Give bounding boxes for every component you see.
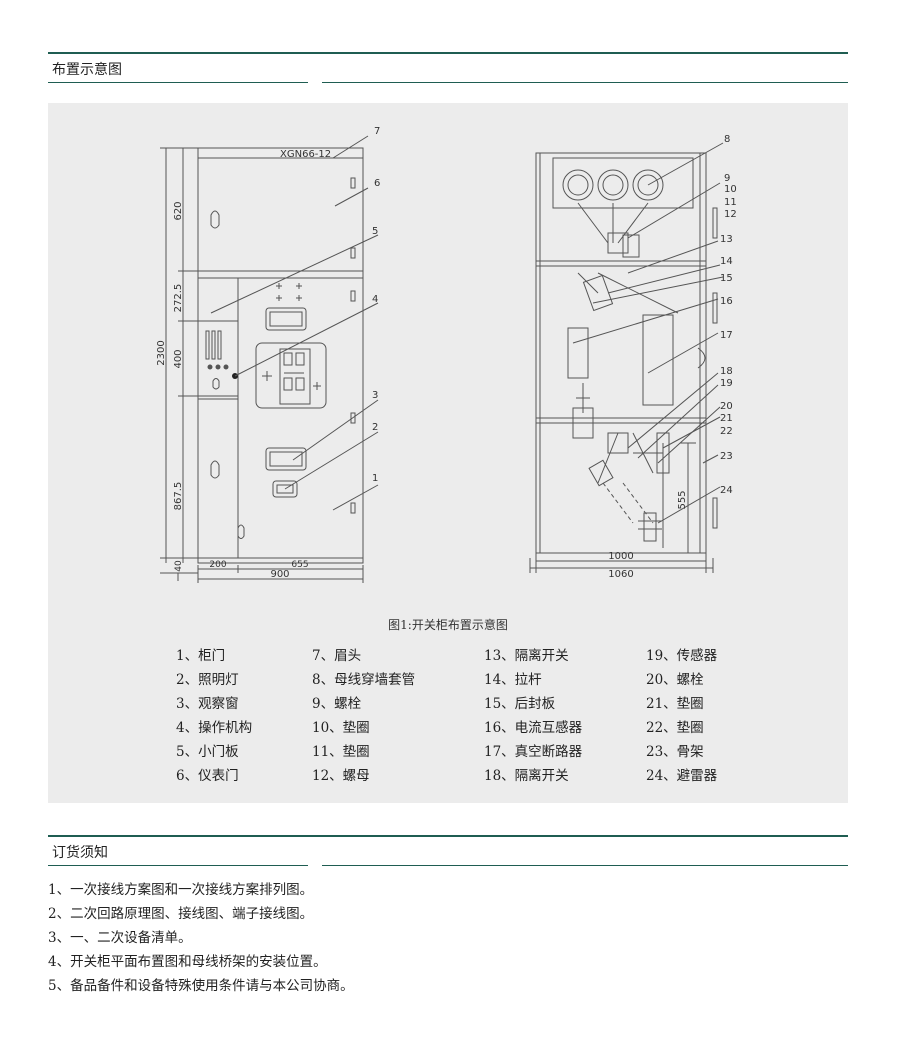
callout-9: 9 bbox=[724, 173, 730, 184]
callout-1: 1 bbox=[372, 473, 378, 484]
callout-17: 17 bbox=[720, 330, 733, 341]
legend-item: 21、垫圈 bbox=[646, 696, 704, 712]
dim-2300: 2300 bbox=[156, 340, 167, 365]
callout-24: 24 bbox=[720, 485, 733, 496]
note-item: 4、开关柜平面布置图和母线桥架的安装位置。 bbox=[48, 954, 327, 970]
callout-22: 22 bbox=[720, 426, 733, 437]
legend-item: 6、仪表门 bbox=[176, 768, 239, 784]
callout-4: 4 bbox=[372, 294, 378, 305]
callout-16: 16 bbox=[720, 296, 733, 307]
note-item: 5、备品备件和设备特殊使用条件请与本公司协商。 bbox=[48, 978, 354, 994]
legend-item: 8、母线穿墙套管 bbox=[312, 672, 416, 688]
model-label: XGN66-12 bbox=[280, 149, 331, 160]
front-view-labels: XGN66-12 620 272.5 400 867.5 2300 40 200… bbox=[156, 126, 380, 580]
dim-40: 40 bbox=[174, 560, 184, 572]
dim-867-5: 867.5 bbox=[173, 482, 184, 511]
dim-200: 200 bbox=[209, 560, 226, 570]
dim-1060: 1060 bbox=[608, 569, 633, 580]
callout-10: 10 bbox=[724, 184, 737, 195]
legend-item: 3、观察窗 bbox=[176, 696, 239, 712]
legend-item: 22、垫圈 bbox=[646, 720, 704, 736]
figure-caption: 图1:开关柜布置示意图 bbox=[388, 618, 508, 632]
callout-14: 14 bbox=[720, 256, 733, 267]
legend-item: 9、螺栓 bbox=[312, 696, 362, 712]
legend-item: 24、避雷器 bbox=[646, 768, 718, 784]
callout-13: 13 bbox=[720, 234, 733, 245]
legend-item: 15、后封板 bbox=[484, 696, 556, 712]
dim-1000: 1000 bbox=[608, 551, 633, 562]
legend-item: 2、照明灯 bbox=[176, 672, 239, 688]
section-top-rule bbox=[48, 835, 848, 837]
section-top-rule bbox=[48, 52, 848, 54]
legend-item: 16、电流互感器 bbox=[484, 720, 583, 736]
callout-6: 6 bbox=[374, 178, 380, 189]
callout-7: 7 bbox=[374, 126, 380, 137]
parts-legend: 1、柜门 7、眉头 13、隔离开关 19、传感器 2、照明灯 8、母线穿墙套管 … bbox=[48, 103, 848, 803]
callout-5: 5 bbox=[372, 226, 378, 237]
legend-item: 18、隔离开关 bbox=[484, 768, 569, 784]
note-item: 3、一、二次设备清单。 bbox=[48, 930, 192, 946]
figure-panel: XGN66-12 620 272.5 400 867.5 2300 40 200… bbox=[48, 103, 848, 803]
dim-900: 900 bbox=[270, 569, 289, 580]
callout-8: 8 bbox=[724, 134, 730, 145]
layout-drawing: XGN66-12 620 272.5 400 867.5 2300 40 200… bbox=[48, 103, 848, 803]
callout-19: 19 bbox=[720, 378, 733, 389]
section-underline-right bbox=[322, 865, 848, 866]
side-view bbox=[529, 142, 724, 573]
front-view bbox=[160, 135, 379, 583]
legend-item: 20、螺栓 bbox=[646, 672, 704, 688]
callout-3: 3 bbox=[372, 390, 378, 401]
callout-2: 2 bbox=[372, 422, 378, 433]
section-underline-left bbox=[48, 82, 308, 83]
legend-item: 17、真空断路器 bbox=[484, 744, 583, 760]
legend-item: 11、垫圈 bbox=[312, 744, 370, 760]
section-underline-right bbox=[322, 82, 848, 83]
callout-11: 11 bbox=[724, 197, 737, 208]
dim-655: 655 bbox=[291, 560, 308, 570]
side-view-labels: 8 9 10 11 12 13 14 15 16 17 18 19 20 21 … bbox=[608, 134, 736, 580]
note-item: 2、二次回路原理图、接线图、端子接线图。 bbox=[48, 906, 314, 922]
dim-555: 555 bbox=[677, 490, 688, 509]
section-title-order: 订货须知 bbox=[52, 845, 108, 861]
callout-23: 23 bbox=[720, 451, 733, 462]
section-title-layout: 布置示意图 bbox=[52, 62, 122, 78]
callout-15: 15 bbox=[720, 273, 733, 284]
legend-item: 10、垫圈 bbox=[312, 720, 370, 736]
legend-item: 13、隔离开关 bbox=[484, 648, 569, 664]
note-item: 1、一次接线方案图和一次接线方案排列图。 bbox=[48, 882, 314, 898]
dim-620: 620 bbox=[173, 201, 184, 220]
section-underline-left bbox=[48, 865, 308, 866]
legend-item: 23、骨架 bbox=[646, 744, 704, 760]
dim-400: 400 bbox=[173, 349, 184, 368]
callout-21: 21 bbox=[720, 413, 733, 424]
callout-18: 18 bbox=[720, 366, 733, 377]
callout-20: 20 bbox=[720, 401, 733, 412]
dim-272-5: 272.5 bbox=[173, 284, 184, 313]
legend-item: 19、传感器 bbox=[646, 648, 718, 664]
legend-item: 12、螺母 bbox=[312, 768, 370, 784]
legend-item: 14、拉杆 bbox=[484, 672, 542, 688]
legend-item: 1、柜门 bbox=[176, 648, 226, 664]
legend-item: 5、小门板 bbox=[176, 744, 239, 760]
callout-12: 12 bbox=[724, 209, 737, 220]
legend-item: 4、操作机构 bbox=[176, 720, 253, 736]
legend-item: 7、眉头 bbox=[312, 648, 362, 664]
